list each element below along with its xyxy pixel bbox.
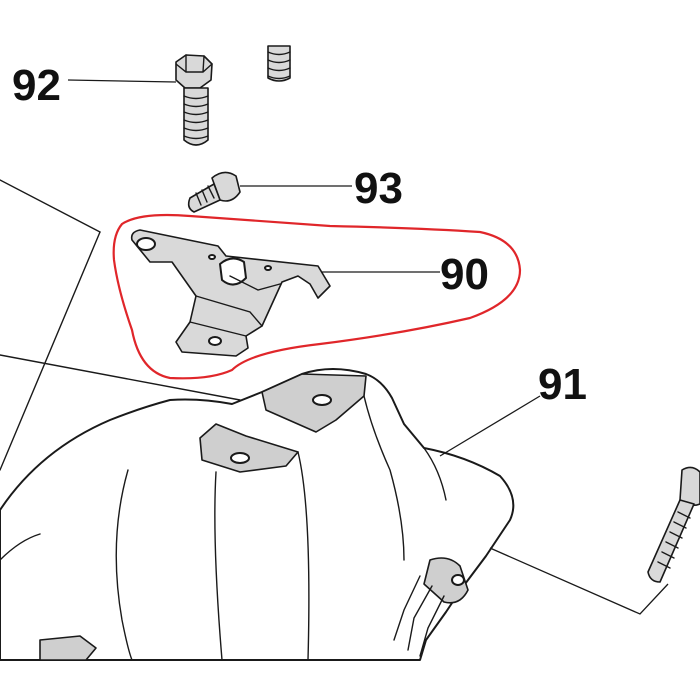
bracket-90	[130, 229, 331, 357]
callout-91: 91	[538, 360, 587, 409]
highlight-outline	[112, 213, 522, 380]
callout-90: 90	[440, 250, 489, 299]
callout-92: 92	[12, 61, 61, 110]
long-bolt-right	[647, 466, 700, 583]
bolt-92	[175, 54, 213, 146]
leader-lines	[67, 79, 669, 615]
background-lines	[0, 179, 241, 471]
housing-91	[0, 368, 515, 661]
callout-93: 93	[354, 164, 403, 213]
threaded-stud-top	[267, 45, 291, 82]
screw-93	[187, 171, 241, 213]
